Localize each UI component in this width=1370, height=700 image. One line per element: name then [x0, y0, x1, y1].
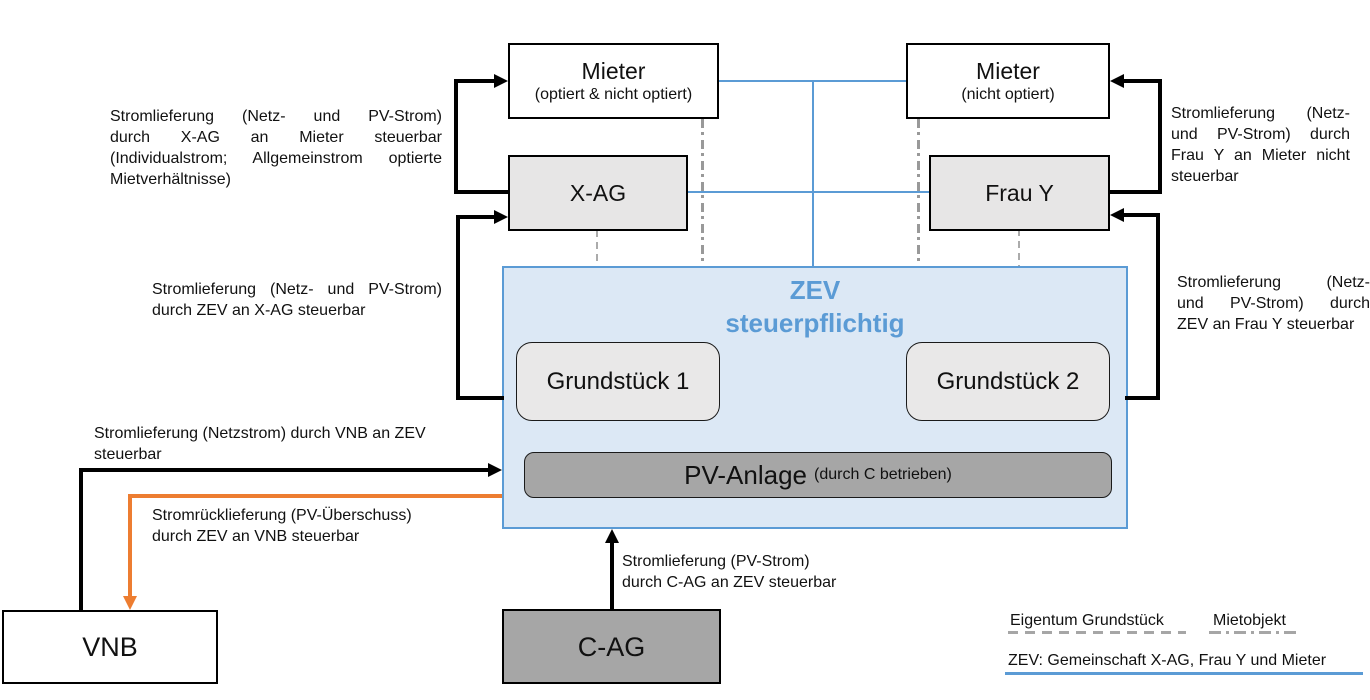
annotation-line: und PV-Strom) durch [1171, 126, 1350, 143]
arrow-segment [456, 215, 460, 400]
mieter-right-title: Mieter [976, 58, 1040, 84]
annotation-zev-to-vnb: Stromrücklieferung (PV-Überschuss) durch … [152, 505, 452, 547]
arrow-segment [1124, 79, 1162, 83]
x-ag-title: X-AG [569, 180, 627, 206]
annotation-vnb-to-zev: Stromlieferung (Netzstrom) durch VNB an … [94, 423, 464, 465]
box-mieter-right: Mieter (nicht optiert) [906, 43, 1110, 119]
annotation-line: durch ZEV an VNB steuerbar [152, 528, 360, 545]
annotation-line: Stromlieferung (Netz- [1177, 274, 1370, 291]
pv-anlage-title: PV-Anlage [684, 459, 808, 490]
zev-title-line2: steuerpflichtig [725, 308, 905, 338]
annotation-line: Stromrücklieferung (PV-Überschuss) [152, 507, 412, 524]
zev-title-line1: ZEV [789, 275, 841, 305]
legend-dashed-line-sample [1008, 631, 1186, 634]
arrow-segment [1156, 213, 1160, 400]
legend-blue-line-sample [1005, 672, 1363, 675]
annotation-line: Stromlieferung (Netz- [1171, 105, 1350, 122]
arrow-segment [454, 79, 458, 194]
box-x-ag: X-AG [508, 155, 688, 231]
c-ag-title: C-AG [577, 631, 646, 662]
arrow-segment [1125, 396, 1160, 400]
blue-line-xag-frauy [688, 191, 929, 193]
box-c-ag: C-AG [502, 609, 721, 684]
arrow-segment [454, 79, 494, 83]
annotation-line: durch X-AG an Mieter steuerbar [110, 129, 442, 146]
arrow-segment [1124, 213, 1160, 217]
annotation-line: ZEV an Frau Y steuerbar [1177, 316, 1355, 333]
annotation-line: und PV-Strom) durch [1177, 295, 1370, 312]
arrow-segment [1158, 79, 1162, 194]
arrow-segment [456, 215, 494, 219]
annotation-line: steuerbar [94, 446, 162, 463]
box-grundstueck-1: Grundstück 1 [516, 342, 720, 421]
box-mieter-left: Mieter (optiert & nicht optiert) [508, 43, 719, 119]
legend-zev-label: ZEV: Gemeinschaft X-AG, Frau Y und Miete… [1008, 652, 1327, 669]
annotation-line: Stromlieferung (Netz- und PV-Strom) [110, 108, 442, 125]
arrow-segment [130, 494, 502, 498]
mieter-left-title: Mieter [581, 58, 646, 84]
mieter-right-subtitle: (nicht optiert) [961, 86, 1055, 103]
annotation-zev-to-frauy: Stromlieferung (Netz-und PV-Strom) durch… [1177, 272, 1370, 335]
arrow-segment [454, 190, 510, 194]
arrow-segment [79, 468, 490, 472]
box-pv-anlage: PV-Anlage (durch C betrieben) [524, 452, 1112, 498]
grundstueck-1-title: Grundstück 1 [546, 367, 690, 395]
annotation-line: steuerbar [1171, 168, 1239, 185]
pv-anlage-subtitle: (durch C betrieben) [814, 466, 952, 483]
annotation-line: durch ZEV an X-AG steuerbar [152, 302, 366, 319]
arrow-segment [79, 468, 83, 610]
box-grundstueck-2: Grundstück 2 [906, 342, 1110, 421]
arrow-segment [128, 494, 132, 598]
blue-line-vertical-to-zev [812, 81, 814, 266]
annotation-frauy-to-mieter: Stromlieferung (Netz-und PV-Strom) durch… [1171, 103, 1350, 187]
annotation-cag-to-zev: Stromlieferung (PV-Strom) durch C-AG an Z… [622, 551, 867, 593]
arrowhead-up-icon [605, 529, 619, 543]
annotation-zev-to-xag: Stromlieferung (Netz- und PV-Strom) durch… [152, 279, 442, 321]
annotation-line: Frau Y an Mieter nicht [1171, 147, 1350, 164]
arrowhead-down-icon [123, 596, 137, 610]
legend-dashdot-line-sample [1209, 631, 1296, 634]
arrowhead-right-icon [488, 463, 502, 477]
arrowhead-left-icon [1110, 208, 1124, 222]
box-vnb: VNB [2, 610, 218, 684]
mieter-left-subtitle: (optiert & nicht optiert) [534, 86, 693, 103]
annotation-line: Stromlieferung (Netz- und PV-Strom) [152, 281, 442, 298]
annotation-xag-to-mieter: Stromlieferung (Netz- und PV-Strom) durch… [110, 106, 442, 190]
dashdot-line-mieterright-grundstueck2 [917, 119, 920, 340]
box-frau-y: Frau Y [929, 155, 1110, 231]
legend-mietobjekt-label: Mietobjekt [1213, 612, 1286, 629]
frau-y-title: Frau Y [985, 180, 1054, 206]
legend-eigentum-label: Eigentum Grundstück [1010, 612, 1164, 629]
arrowhead-right-icon [494, 210, 508, 224]
annotation-line: durch C-AG an ZEV steuerbar [622, 574, 837, 591]
arrowhead-left-icon [1110, 74, 1124, 88]
annotation-line: (Individualstrom; Allgemeinstrom optiert… [110, 150, 442, 167]
arrow-segment [456, 396, 504, 400]
zev-title: ZEV steuerpflichtig [504, 274, 1126, 340]
arrow-segment [610, 543, 614, 609]
arrow-segment [1108, 190, 1162, 194]
arrowhead-right-icon [494, 74, 508, 88]
annotation-line: Stromlieferung (PV-Strom) [622, 553, 810, 570]
vnb-title: VNB [82, 632, 138, 662]
dashdot-line-mieterleft-grundstueck1 [701, 119, 704, 340]
annotation-line: Stromlieferung (Netzstrom) durch VNB an … [94, 425, 426, 442]
grundstueck-2-title: Grundstück 2 [936, 367, 1080, 395]
annotation-line: Mietverhältnisse) [110, 171, 231, 188]
